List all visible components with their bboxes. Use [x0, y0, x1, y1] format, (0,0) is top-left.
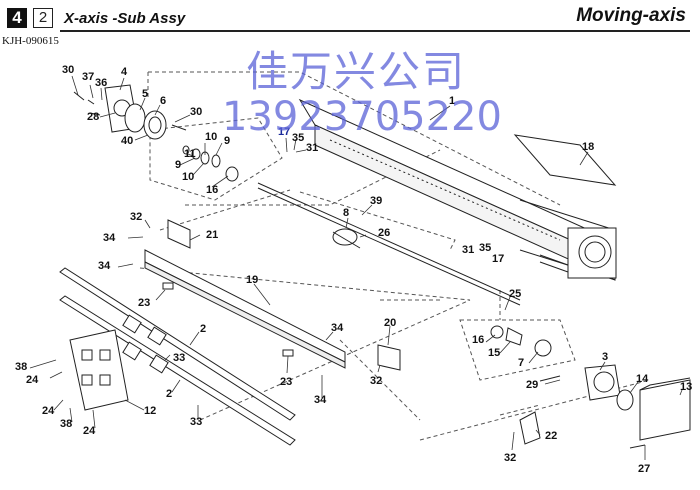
right-small-parts: [490, 325, 552, 357]
callout: 31: [462, 244, 474, 256]
callout: 34: [98, 260, 111, 272]
callout: 22: [545, 430, 557, 442]
fasteners: [73, 91, 646, 449]
callout: 7: [518, 357, 524, 369]
callout: 5: [142, 88, 148, 100]
callout: 3: [602, 351, 608, 363]
callout: 39: [370, 195, 382, 207]
callout: 24: [42, 405, 55, 417]
callout: 33: [173, 352, 185, 364]
bracket-21: [167, 219, 191, 249]
document-code: KJH-090615: [2, 35, 59, 47]
callout: 11: [184, 148, 196, 160]
callout: 8: [343, 207, 349, 219]
header-divider: [60, 30, 690, 32]
bracket-20: [377, 344, 401, 371]
callout: 6: [160, 95, 166, 107]
callout: 25: [509, 288, 521, 300]
callout: 16: [206, 184, 218, 196]
callout: 32: [370, 375, 382, 387]
callout: 12: [144, 405, 156, 417]
callout: 35: [479, 242, 491, 254]
callout: 31: [306, 142, 318, 154]
plate-22: [519, 411, 541, 445]
callout: 17: [492, 253, 504, 265]
linear-guides: [59, 267, 296, 446]
callout: 38: [60, 418, 72, 430]
callout: 9: [224, 135, 230, 147]
callout: 21: [206, 229, 218, 241]
callout: 23: [280, 376, 292, 388]
watermark-phone: 13923705220: [222, 94, 502, 140]
callout: 14: [636, 373, 649, 385]
callout: 40: [121, 135, 133, 147]
callout: 24: [26, 374, 39, 386]
callout: 36: [95, 77, 107, 89]
callout: 13: [680, 381, 692, 393]
part-callouts: 30 37 36 4 5 6 28 30 40 10 9 11 9 10 16 …: [15, 64, 692, 475]
carriage-plate: [69, 329, 129, 411]
x-axis-frame: [298, 98, 617, 281]
callout: 1: [449, 95, 455, 107]
callout: 30: [62, 64, 74, 76]
callout: 18: [582, 141, 594, 153]
sub-number-box: 2: [33, 8, 53, 28]
pad-23a: [162, 282, 174, 290]
callout: 10: [205, 131, 217, 143]
callout: 2: [166, 388, 172, 400]
callout: 34: [103, 232, 116, 244]
callout: 29: [526, 379, 538, 391]
page-number-badge: 4: [7, 8, 27, 28]
callout: 34: [331, 322, 344, 334]
callout: 20: [384, 317, 396, 329]
cover-plate: [513, 134, 617, 186]
callout: 24: [83, 425, 96, 437]
callout: 34: [314, 394, 327, 406]
callout: 4: [121, 66, 128, 78]
callout: 9: [175, 159, 181, 171]
leader-lines: [29, 75, 683, 460]
watermark-company: 佳万兴公司: [246, 47, 467, 96]
callout: 26: [378, 227, 390, 239]
callout: 38: [15, 361, 27, 373]
category-title: Moving-axis: [576, 5, 686, 26]
callout: 37: [82, 71, 94, 83]
callout: 15: [488, 347, 500, 359]
callout: 23: [138, 297, 150, 309]
callout: 2: [200, 323, 206, 335]
support-beam: [144, 249, 346, 369]
callout: 17: [278, 126, 290, 138]
callout: 28: [87, 111, 99, 123]
ball-screw: [257, 182, 521, 306]
callout: 16: [472, 334, 484, 346]
callout: 33: [190, 416, 202, 428]
callout: 27: [638, 463, 650, 475]
callout: 35: [292, 132, 304, 144]
callout: 10: [182, 171, 194, 183]
callout: 30: [190, 106, 202, 118]
pad-23b: [282, 349, 294, 357]
right-drive-assembly: [584, 364, 691, 441]
left-bracket-assembly: [104, 84, 167, 140]
callout: 32: [504, 452, 516, 464]
callout: 19: [246, 274, 258, 286]
diagram-linework: [29, 71, 691, 460]
assembly-title: X-axis -Sub Assy: [64, 10, 186, 27]
callout: 32: [130, 211, 142, 223]
